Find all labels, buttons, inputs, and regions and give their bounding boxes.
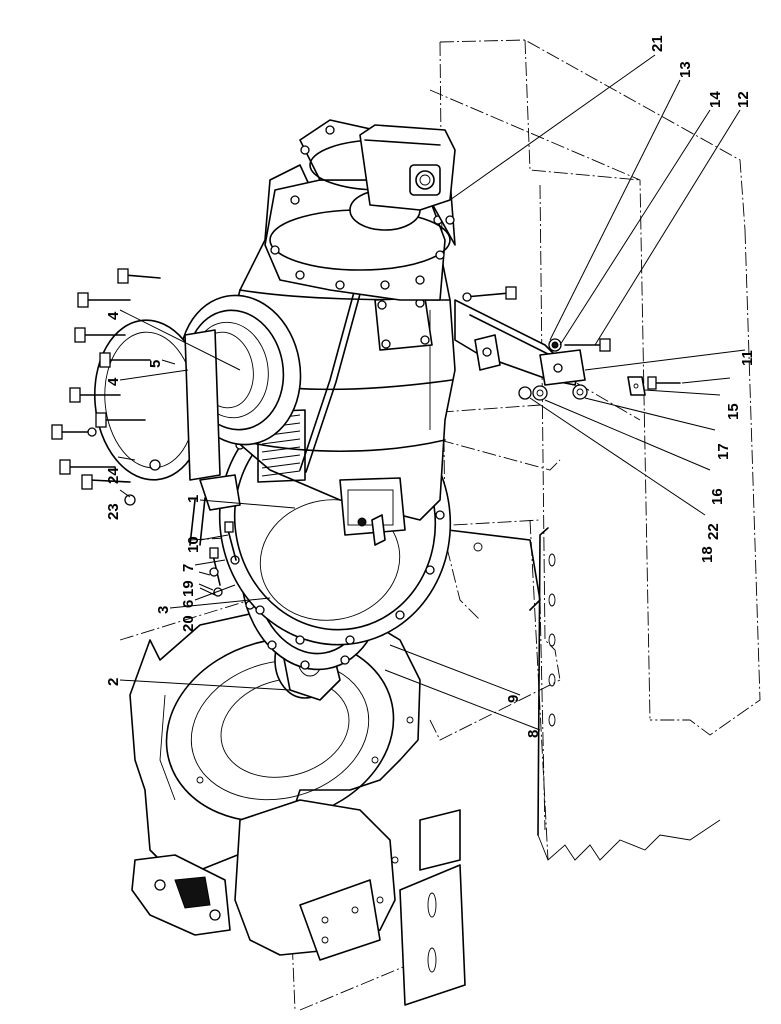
callout-22: 22 xyxy=(705,523,722,540)
callout-1: 1 xyxy=(185,495,202,503)
callout-21: 21 xyxy=(649,35,666,52)
callout-13: 13 xyxy=(677,61,694,78)
callout-24: 24 xyxy=(105,467,122,484)
frame-rail-lower xyxy=(447,527,721,861)
callout-5: 5 xyxy=(147,360,164,368)
callout-4-upper: 4 xyxy=(105,311,122,320)
flange-hardware xyxy=(209,521,237,597)
leader-lines xyxy=(117,54,746,731)
callout-9: 9 xyxy=(505,695,522,703)
companion-flange xyxy=(93,319,221,481)
callout-14: 14 xyxy=(707,91,724,108)
callout-2: 2 xyxy=(105,678,122,686)
callout-23: 23 xyxy=(105,503,122,520)
mounting-arm xyxy=(454,286,681,401)
callout-15: 15 xyxy=(725,403,742,420)
callout-16: 16 xyxy=(709,488,726,505)
callout-20: 20 xyxy=(180,615,197,632)
callout-6: 6 xyxy=(180,600,197,608)
callout-4-lower: 4 xyxy=(105,377,122,386)
flywheel-housing xyxy=(129,604,466,1006)
callout-7: 7 xyxy=(180,564,197,572)
callout-labels: 1 2 3 4 4 5 6 7 8 9 10 11 12 13 14 15 16… xyxy=(105,35,756,738)
flange-bolts xyxy=(51,268,161,506)
callout-3: 3 xyxy=(155,606,172,614)
callout-18: 18 xyxy=(699,546,716,563)
pump-motor xyxy=(349,124,456,231)
callout-12: 12 xyxy=(735,91,752,108)
callout-10: 10 xyxy=(185,536,202,553)
callout-19: 19 xyxy=(180,580,197,597)
callout-8: 8 xyxy=(525,730,542,738)
callout-11: 11 xyxy=(739,350,756,366)
callout-17: 17 xyxy=(715,443,732,460)
